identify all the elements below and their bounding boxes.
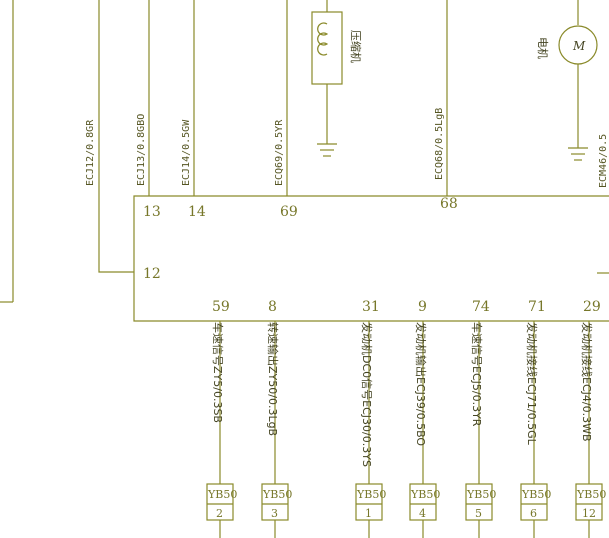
connector-pin: 6 [530, 507, 537, 520]
solenoid-label: 压缩机 [349, 30, 363, 63]
connector-pin: 3 [271, 507, 278, 520]
top-wire-ecj12: ECJ12/0.8GR [85, 0, 134, 273]
pin-number: 74 [472, 299, 490, 315]
top-wire-label: ECQ68/0.5LgB [434, 108, 445, 180]
connector-name: YB50 [207, 488, 237, 501]
bottom-wire-3: 发动机DC0信号ECJ30/0.3YS YB50 1 [355, 321, 386, 538]
top-wire-label: ECJ13/0.8GBO [136, 114, 147, 186]
connector-name: YB50 [521, 488, 551, 501]
top-wire-label: ECJ14/0.5GW [181, 119, 192, 186]
pin-number: 29 [583, 299, 601, 315]
pin-number: 59 [212, 299, 230, 315]
coil-icon [317, 22, 329, 56]
pin-number: 14 [188, 204, 206, 220]
pin-number: 31 [362, 299, 380, 315]
bottom-wire-label: 发动机接线ECJ4/0.3WB [580, 322, 594, 442]
connector-name: YB50 [262, 488, 292, 501]
top-wire-ecj14: ECJ14/0.5GW [181, 0, 195, 196]
bottom-wire-label: 转速输出ZY50/0.3LgB [266, 322, 280, 436]
ground-icon [317, 143, 337, 157]
left-wire [0, 0, 14, 303]
top-wire-ecq69: ECQ69/0.5YR [274, 0, 288, 196]
pin-number: 71 [528, 299, 546, 315]
pin-number: 68 [440, 196, 458, 212]
connector-pin: 12 [582, 507, 596, 520]
connector-name: YB50 [576, 488, 606, 501]
ecu-box [133, 195, 609, 322]
bottom-wire-label: 发动机输出ECJ39/0.5BO [414, 322, 428, 446]
bottom-wire-label: 车速信号ECJ5/0.3YR [470, 322, 484, 427]
bottom-wire-label: 发动机DC0信号ECJ30/0.3YS [360, 322, 374, 467]
top-wire-ecq68: ECQ68/0.5LgB [434, 0, 448, 196]
right-edge-wire-label: ECM46/0.5 [598, 134, 609, 188]
connector-pin: 4 [419, 507, 426, 520]
ground-icon [568, 147, 588, 161]
solenoid-component: 压缩机 [311, 0, 363, 157]
pin-number: 8 [268, 299, 277, 315]
bottom-wire-label: 车速信号ZY5/0.3SB [211, 322, 225, 423]
bottom-wire-label: 发动机接线ECJ71/0.5GL [525, 322, 539, 446]
bottom-wire-2: 转速输出ZY50/0.3LgB YB50 3 [261, 321, 292, 538]
motor-component: M 电机 ECM46/0.5 [536, 0, 609, 188]
pin-number: 69 [280, 204, 298, 220]
motor-symbol: M [572, 39, 586, 53]
bottom-wire-6: 发动机接线ECJ71/0.5GL YB50 6 [520, 321, 551, 538]
bottom-wire-1: 车速信号ZY5/0.3SB YB50 2 [206, 321, 237, 538]
connector-pin: 2 [216, 507, 223, 520]
top-wire-ecj13: ECJ13/0.8GBO [136, 0, 150, 196]
motor-label: 电机 [536, 37, 550, 59]
connector-name: YB50 [466, 488, 496, 501]
connector-pin: 5 [475, 507, 482, 520]
pin-number: 13 [143, 204, 161, 220]
connector-name: YB50 [410, 488, 440, 501]
ecu-pins: 12 13 14 69 68 59 8 31 9 74 71 29 [143, 196, 601, 315]
bottom-wire-7: 发动机接线ECJ4/0.3WB YB50 12 [575, 321, 606, 538]
top-wire-label: ECQ69/0.5YR [274, 119, 285, 186]
pin-number: 12 [143, 266, 161, 282]
connector-pin: 1 [365, 507, 372, 520]
pin-number: 9 [418, 299, 427, 315]
connector-name: YB50 [356, 488, 386, 501]
bottom-wire-4: 发动机输出ECJ39/0.5BO YB50 4 [409, 321, 440, 538]
bottom-wire-5: 车速信号ECJ5/0.3YR YB50 5 [465, 321, 496, 538]
top-wire-label: ECJ12/0.8GR [85, 119, 96, 186]
